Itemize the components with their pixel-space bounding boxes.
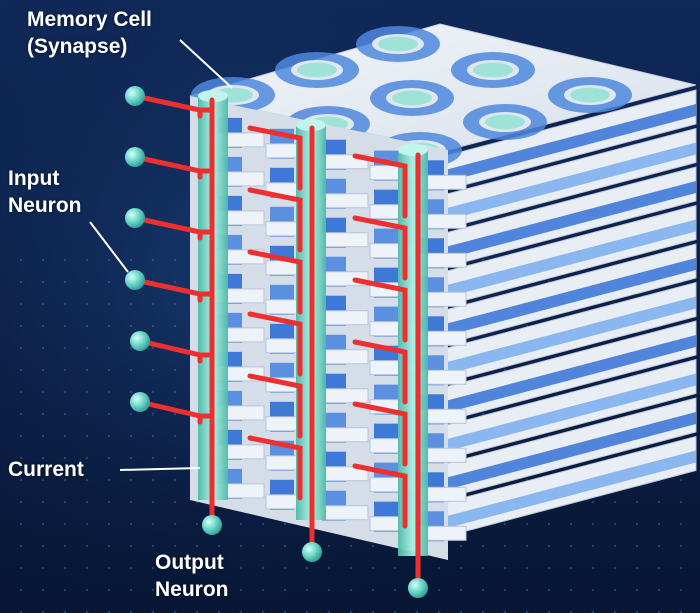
branch-wire [247,311,303,377]
leader-lines [89,39,233,471]
right-stripe [430,450,696,533]
output-neuron-node [202,515,222,535]
branch-wire [247,373,303,439]
right-stripe [430,296,696,379]
input-neuron-node [125,147,145,167]
synapse-core [570,87,610,103]
synapse-core [473,62,513,78]
right-stripe [430,258,696,340]
branch-wire [247,435,303,501]
output-neuron-label: Output Neuron [155,551,229,601]
pillar-cap [198,90,228,102]
synapse-core [392,90,432,106]
pillar-cap [398,144,428,156]
current-label: Current [8,458,84,481]
branch-wire [352,463,408,529]
right-stripe [430,219,696,302]
neuron-nodes [125,86,428,598]
right-stripe [430,142,696,225]
input-neuron-leader [89,221,129,273]
branch-wire [352,401,408,467]
output-neuron-node [302,542,322,562]
current-leader [119,467,201,471]
synapse-core [297,62,337,78]
synapse-core [485,114,525,130]
branch-wire [352,153,408,219]
right-stripe [430,335,696,417]
pillar-cap [296,119,326,131]
synapse-core [378,36,418,52]
right-stripe [430,104,696,186]
input-neuron-node [125,208,145,228]
branch-wire [247,187,303,253]
branch-wire [352,215,408,281]
branch-wire [352,277,408,343]
input-neuron-node [130,392,150,412]
red-wires [132,93,421,591]
input-neuron-node [130,331,150,351]
input-neuron-node [125,86,145,106]
right-stripe [430,412,696,494]
output-neuron-node [408,578,428,598]
right-stripe [430,373,696,456]
branch-wire [247,249,303,315]
cube-top-face [189,23,697,168]
memory-cell-leader [179,39,233,89]
input-neuron-node [125,270,145,290]
branch-wire [352,339,408,405]
right-stripe [430,181,696,263]
branch-wire [247,125,303,191]
input-neuron-label: Input Neuron [8,167,82,217]
memory-cell-label: Memory Cell (Synapse) [27,8,152,58]
cube-right-face [429,89,697,542]
